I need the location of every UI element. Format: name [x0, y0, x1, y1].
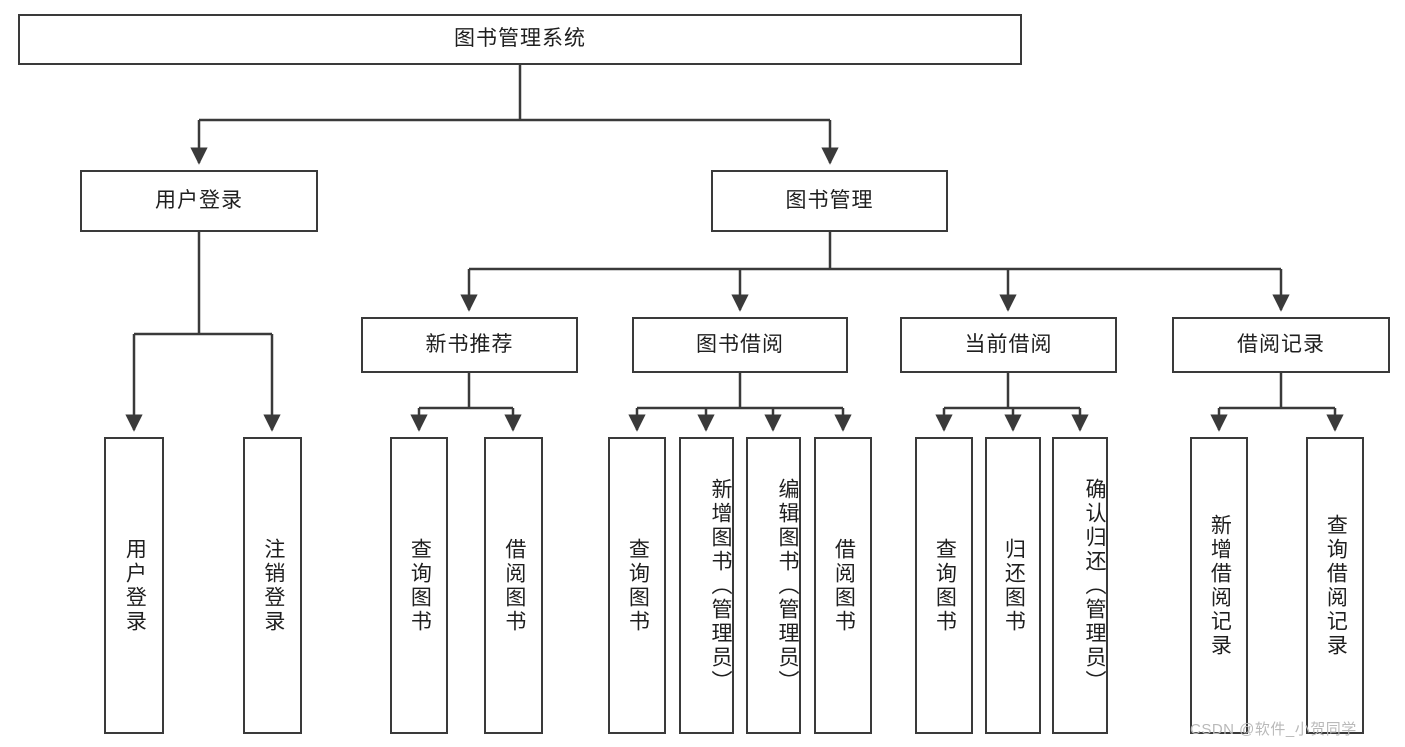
node-leaf-confirm-return[interactable]: 确认归还（管理员）	[1052, 437, 1108, 734]
node-borrow-record[interactable]: 借阅记录	[1172, 317, 1390, 373]
node-leaf-logout[interactable]: 注销登录	[243, 437, 302, 734]
node-leaf-query-record[interactable]: 查询借阅记录	[1306, 437, 1364, 734]
node-leaf-query-book-3[interactable]: 查询图书	[915, 437, 973, 734]
node-new-book-rec[interactable]: 新书推荐	[361, 317, 578, 373]
node-leaf-add-book[interactable]: 新增图书（管理员）	[679, 437, 734, 734]
node-leaf-query-book-1[interactable]: 查询图书	[390, 437, 448, 734]
node-current-borrow[interactable]: 当前借阅	[900, 317, 1117, 373]
node-root[interactable]: 图书管理系统	[18, 14, 1022, 65]
node-user-login[interactable]: 用户登录	[80, 170, 318, 232]
node-leaf-query-book-2[interactable]: 查询图书	[608, 437, 666, 734]
node-book-borrow[interactable]: 图书借阅	[632, 317, 848, 373]
node-leaf-user-login[interactable]: 用户登录	[104, 437, 164, 734]
node-leaf-return-book[interactable]: 归还图书	[985, 437, 1041, 734]
node-leaf-add-record[interactable]: 新增借阅记录	[1190, 437, 1248, 734]
node-leaf-edit-book[interactable]: 编辑图书（管理员）	[746, 437, 801, 734]
node-leaf-borrow-book-2[interactable]: 借阅图书	[814, 437, 872, 734]
node-leaf-borrow-book-1[interactable]: 借阅图书	[484, 437, 543, 734]
csdn-watermark: CSDN @软件_小贺同学	[1190, 721, 1357, 738]
node-book-manage[interactable]: 图书管理	[711, 170, 948, 232]
